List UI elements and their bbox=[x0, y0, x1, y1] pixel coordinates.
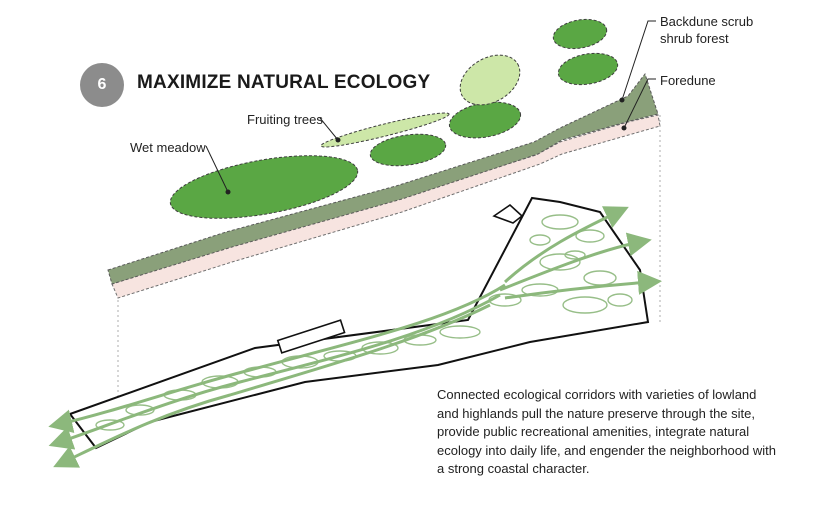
corridor-line-6 bbox=[53, 303, 491, 468]
fruiting-trees-patch bbox=[320, 112, 450, 148]
corridor-line-1 bbox=[503, 206, 629, 284]
foredune-band bbox=[111, 114, 661, 299]
section-title: MAXIMIZE NATURAL ECOLOGY bbox=[137, 72, 431, 93]
vegetation-patches bbox=[169, 18, 619, 219]
ecological-corridors bbox=[48, 206, 662, 468]
label-fruiting-trees: Fruiting trees bbox=[247, 112, 323, 127]
corridor-line-5 bbox=[48, 293, 501, 450]
backdune-band bbox=[107, 72, 659, 285]
caption-line-4: ecology into daily life, and engender th… bbox=[437, 442, 776, 458]
label-backdune-line-1: Backdune scrub bbox=[660, 14, 754, 29]
shrub-forest-patch-1 bbox=[552, 18, 608, 50]
caption-text: Connected ecological corridors with vari… bbox=[437, 386, 797, 479]
label-backdune-line-2: shrub forest bbox=[660, 31, 729, 46]
corridor-line-4 bbox=[48, 283, 506, 433]
pavilion-footprint bbox=[492, 203, 524, 224]
label-foredune: Foredune bbox=[660, 73, 716, 88]
label-backdune: Backdune scrub shrub forest bbox=[660, 13, 753, 47]
corridor-line-3 bbox=[504, 270, 662, 300]
forest-patch bbox=[448, 101, 522, 139]
wet-meadow-patch bbox=[169, 155, 359, 219]
light-patch bbox=[459, 54, 521, 106]
caption-line-2: and highlands pull the nature preserve t… bbox=[437, 405, 755, 421]
leader-dots bbox=[225, 97, 627, 195]
caption-line-5: a strong coastal character. bbox=[437, 461, 590, 476]
meadow-patch bbox=[369, 133, 447, 167]
building-footprint bbox=[276, 319, 346, 354]
caption-line-3: provide public recreational amenities, i… bbox=[437, 424, 750, 439]
leader-lines bbox=[205, 20, 656, 193]
step-number-badge: 6 bbox=[80, 63, 124, 107]
caption-line-1: Connected ecological corridors with vari… bbox=[437, 387, 757, 402]
shrub-forest-patch-2 bbox=[557, 52, 619, 86]
corridor-line-2 bbox=[499, 232, 652, 292]
label-wet-meadow: Wet meadow bbox=[130, 140, 206, 155]
